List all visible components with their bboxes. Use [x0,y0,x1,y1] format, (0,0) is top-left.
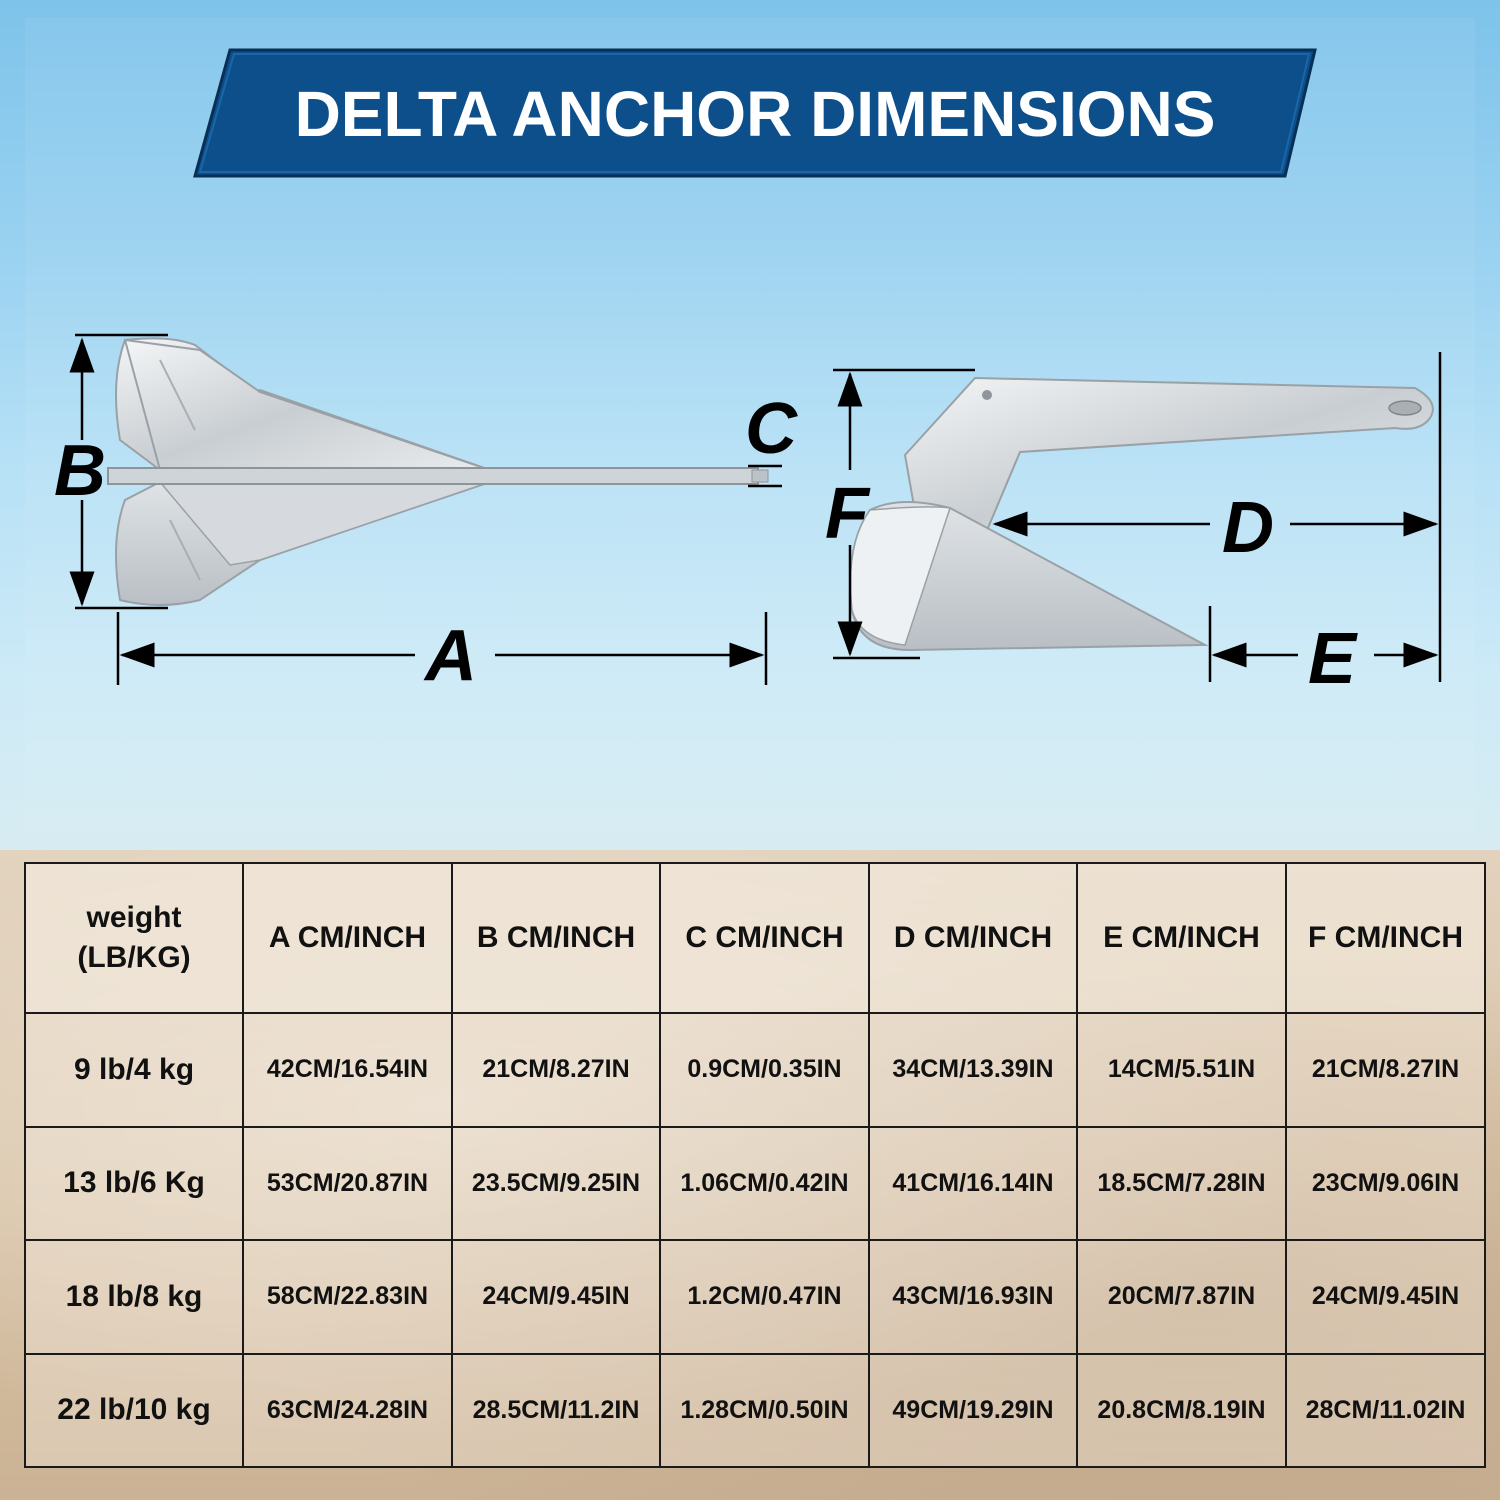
cell-f: 23CM/9.06IN [1285,1125,1486,1241]
cell-f: 24CM/9.45IN [1285,1239,1486,1355]
cell-e: 20CM/7.87IN [1076,1239,1287,1355]
cell-c: 0.9CM/0.35IN [659,1012,870,1128]
cell-a: 58CM/22.83IN [242,1239,453,1355]
table-row: 13 lb/6 Kg 53CM/20.87IN 23.5CM/9.25IN 1.… [24,1125,1486,1241]
cell-e: 18.5CM/7.28IN [1076,1125,1287,1241]
cell-weight: 18 lb/8 kg [24,1239,244,1355]
anchor-side-view [849,376,1434,652]
cell-b: 21CM/8.27IN [451,1012,661,1128]
table-row: 9 lb/4 kg 42CM/16.54IN 21CM/8.27IN 0.9CM… [24,1012,1486,1128]
cell-weight: 13 lb/6 Kg [24,1125,244,1241]
header-e: E CM/INCH [1076,862,1287,1014]
header-weight-line1: weight [86,901,182,934]
header-a: A CM/INCH [242,862,453,1014]
cell-a: 42CM/16.54IN [242,1012,453,1128]
dimension-label-e: E [1308,619,1357,699]
dimension-lines-side-view [833,352,1442,682]
header-weight: weight (LB/KG) [24,862,244,1014]
header-c: C CM/INCH [659,862,870,1014]
anchor-top-view [107,337,769,606]
title-banner [193,48,1317,178]
cell-b: 24CM/9.45IN [451,1239,661,1355]
cell-d: 41CM/16.14IN [868,1125,1078,1241]
dimension-label-d: D [1222,488,1274,568]
cell-b: 28.5CM/11.2IN [451,1352,661,1468]
page-title: DELTA ANCHOR DIMENSIONS [294,78,1216,150]
cell-c: 1.28CM/0.50IN [659,1352,870,1468]
cell-d: 43CM/16.93IN [868,1239,1078,1355]
cell-a: 53CM/20.87IN [242,1125,453,1241]
table-row: 22 lb/10 kg 63CM/24.28IN 28.5CM/11.2IN 1… [24,1352,1486,1468]
cell-e: 14CM/5.51IN [1076,1012,1287,1128]
cell-c: 1.2CM/0.47IN [659,1239,870,1355]
cell-d: 49CM/19.29IN [868,1352,1078,1468]
table-header-row: weight (LB/KG) A CM/INCH B CM/INCH C CM/… [24,862,1486,1014]
cell-e: 20.8CM/8.19IN [1076,1352,1287,1468]
cell-d: 34CM/13.39IN [868,1012,1078,1128]
header-b: B CM/INCH [451,862,661,1014]
dimensions-table: weight (LB/KG) A CM/INCH B CM/INCH C CM/… [24,862,1486,1468]
cell-a: 63CM/24.28IN [242,1352,453,1468]
table-row: 18 lb/8 kg 58CM/22.83IN 24CM/9.45IN 1.2C… [24,1239,1486,1355]
cell-f: 28CM/11.02IN [1285,1352,1486,1468]
cell-b: 23.5CM/9.25IN [451,1125,661,1241]
cell-weight: 9 lb/4 kg [24,1012,244,1128]
cell-weight: 22 lb/10 kg [24,1352,244,1468]
header-f: F CM/INCH [1285,862,1486,1014]
cell-c: 1.06CM/0.42IN [659,1125,870,1241]
dimension-label-c: C [745,389,797,469]
dimension-lines-top-view [69,333,782,685]
dimension-label-b: B [54,431,106,511]
header-weight-line2: (LB/KG) [77,941,191,974]
anchor-diagram [69,333,1442,685]
dimension-label-f: F [825,474,869,554]
cell-f: 21CM/8.27IN [1285,1012,1486,1128]
dimension-label-a: A [425,616,477,696]
header-d: D CM/INCH [868,862,1078,1014]
